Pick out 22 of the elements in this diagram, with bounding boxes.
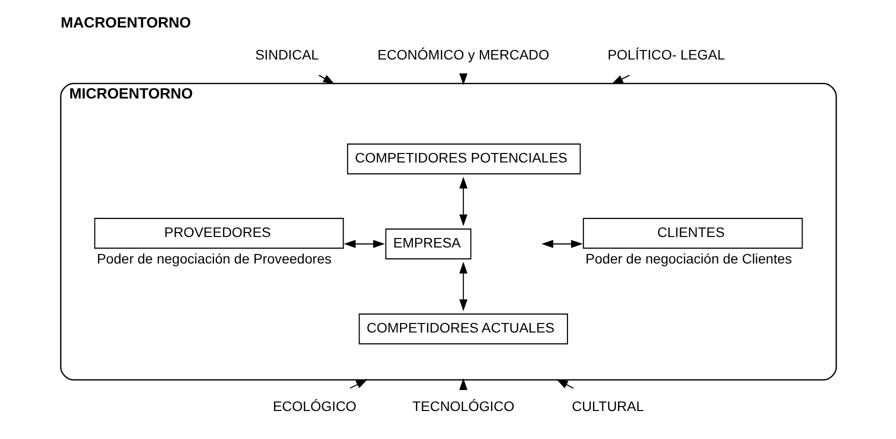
arrow (343, 240, 384, 248)
node-text: ECONÓMICO y MERCADO (377, 46, 549, 63)
arrow (349, 379, 368, 389)
node-text: ECOLÓGICO (272, 398, 356, 414)
arrow (556, 379, 574, 389)
node-label: Poder de negociación de Proveedores (96, 250, 332, 266)
node-box: CLIENTES (582, 218, 802, 249)
node-box: COMPETIDORES ACTUALES (358, 314, 568, 344)
arrow (458, 262, 467, 312)
node-box: EMPRESA (384, 228, 471, 260)
node-label: Poder de negociación de Clientes (585, 250, 792, 266)
diagram-title: MACROENTORNO (60, 15, 190, 32)
node-box: PROVEEDORES (94, 218, 344, 249)
arrow (458, 176, 467, 226)
arrow (610, 74, 630, 84)
node-text: TECNOLÓGICO (412, 398, 514, 414)
node-text: POLÍTICO- LEGAL (607, 46, 724, 63)
node-text: CULTURAL (571, 398, 644, 414)
node-box: COMPETIDORES POTENCIALES (346, 144, 580, 174)
arrow (541, 240, 582, 248)
node-text: SINDICAL (254, 46, 318, 63)
arrow (318, 74, 334, 84)
